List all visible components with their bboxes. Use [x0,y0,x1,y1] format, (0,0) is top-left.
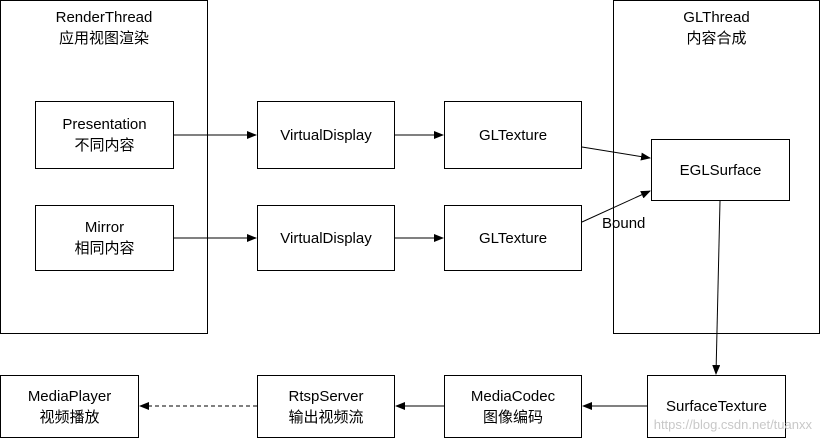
virtual-display-node-1: VirtualDisplay [257,101,395,169]
gl-thread-subtitle: 内容合成 [686,30,747,47]
edge-gltexture-1-to-eglsurface [581,146,651,161]
media-codec-label: MediaCodec [470,387,556,405]
bound-edge-label: Bound [602,215,646,232]
rtsp-server-node: RtspServer 输出视频流 [257,375,395,438]
edge-eglsurface-to-surface-texture [712,200,721,375]
virtual-display-label-2: VirtualDisplay [280,229,372,247]
presentation-sublabel: 不同内容 [74,137,135,154]
mirror-sublabel: 相同内容 [74,240,135,257]
render-thread-title: RenderThread [55,9,153,26]
edge-gltexture-2-to-eglsurface [581,190,651,223]
gltexture-node-1: GLTexture [444,101,582,169]
render-thread-subtitle: 应用视图渲染 [58,30,149,47]
presentation-node: Presentation 不同内容 [35,101,174,169]
surface-texture-node: SurfaceTexture [647,375,786,438]
virtual-display-node-2: VirtualDisplay [257,205,395,271]
watermark: https://blog.csdn.net/tuanxx [653,417,812,432]
presentation-label: Presentation [62,116,147,133]
media-codec-node: MediaCodec 图像编码 [444,375,582,438]
media-player-label: MediaPlayer [27,387,112,405]
media-codec-sublabel: 图像编码 [482,408,543,426]
media-player-node: MediaPlayer 视频播放 [0,375,139,438]
rtsp-server-label: RtspServer [288,387,364,405]
eglsurface-node: EGLSurface [651,139,790,201]
gltexture-node-2: GLTexture [444,205,582,271]
surface-texture-label: SurfaceTexture [666,398,767,415]
virtual-display-label-1: VirtualDisplay [280,126,372,144]
gl-thread-title: GLThread [683,9,750,26]
gltexture-label-1: GLTexture [478,126,548,144]
gltexture-label-2: GLTexture [478,229,548,247]
media-player-sublabel: 视频播放 [39,408,100,426]
mirror-node: Mirror 相同内容 [35,205,174,271]
eglsurface-label: EGLSurface [679,161,762,179]
rtsp-server-sublabel: 输出视频流 [288,408,364,426]
mirror-label: Mirror [84,219,125,236]
